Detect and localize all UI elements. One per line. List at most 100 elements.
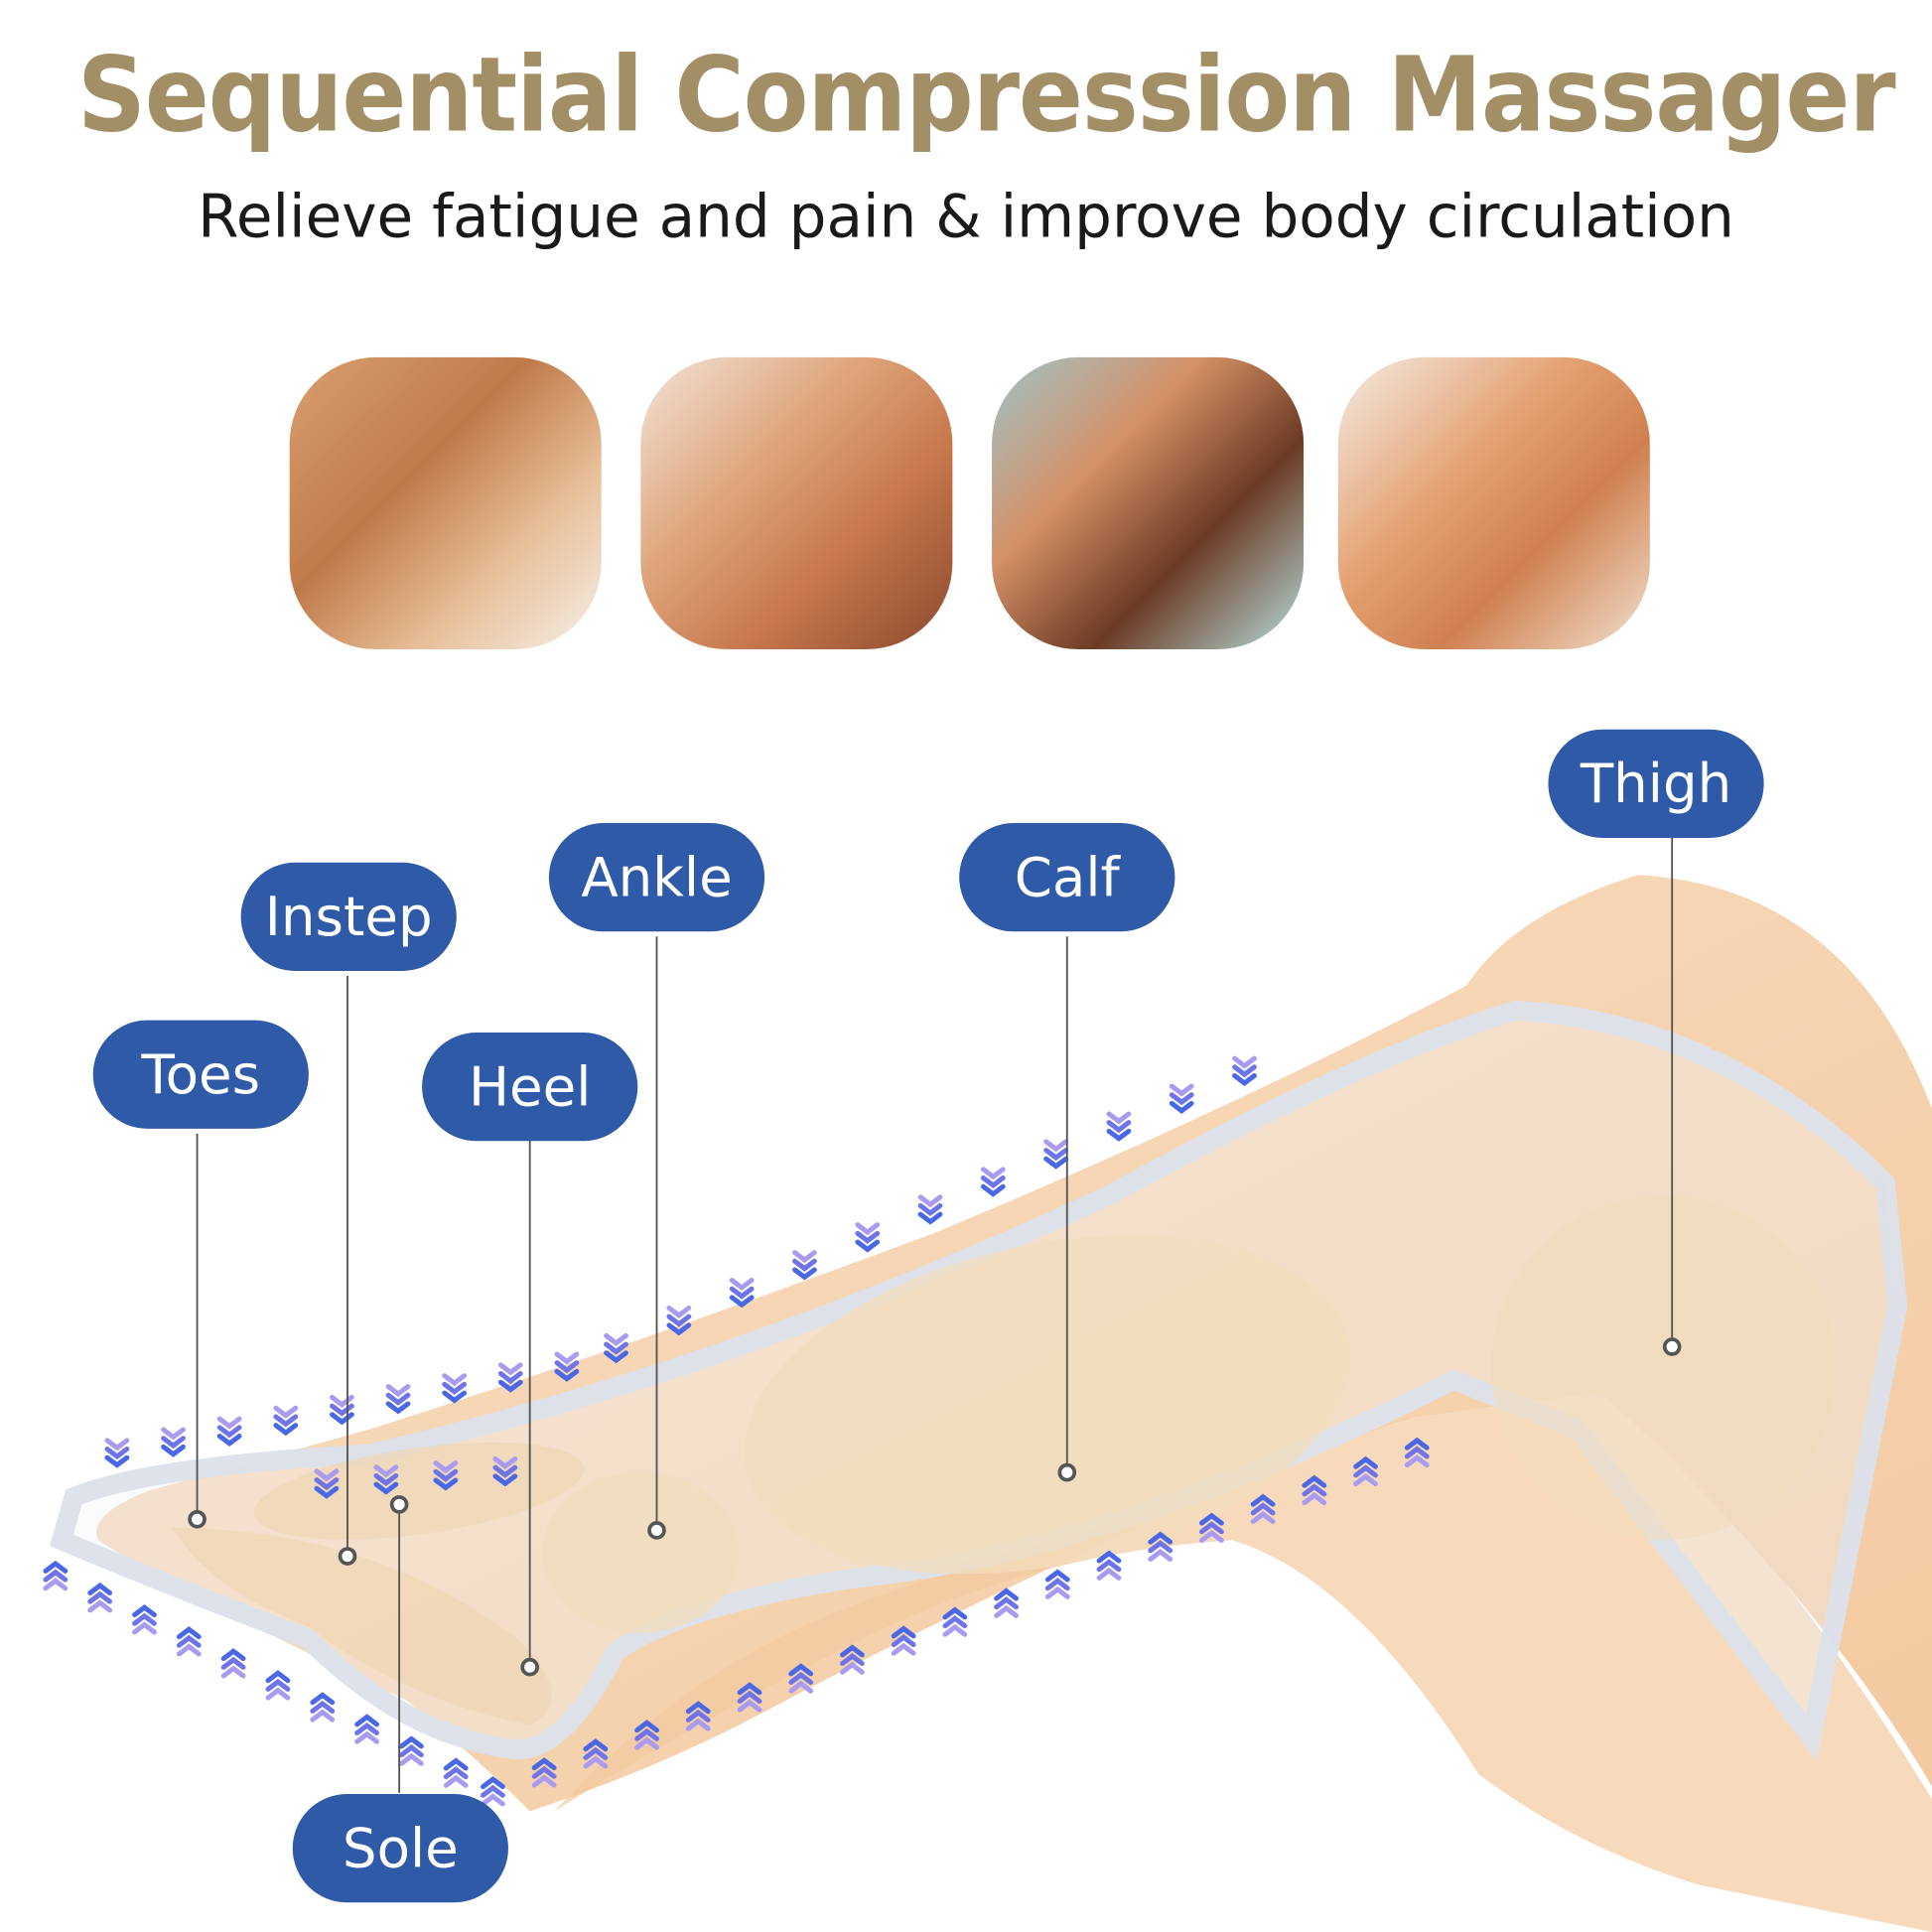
chevron-up-icon — [1044, 1569, 1070, 1583]
chevron-up-icon — [310, 1700, 336, 1714]
chevron-up-icon — [942, 1606, 968, 1620]
chevron-down-icon — [855, 1230, 881, 1244]
chevron-down-icon — [273, 1423, 299, 1437]
chevron-down-icon — [104, 1438, 130, 1451]
chevron-up-icon — [220, 1648, 246, 1662]
chevron-up-icon — [788, 1680, 814, 1694]
chevron-down-icon — [104, 1447, 130, 1460]
chevron-down-icon — [385, 1392, 411, 1406]
chevron-down-icon — [442, 1381, 468, 1395]
chevron-up-icon — [737, 1690, 762, 1704]
chevron-up-icon — [1404, 1446, 1430, 1459]
chevron-up-icon — [634, 1720, 659, 1733]
chevron-up-icon — [531, 1774, 557, 1788]
chevron-up-icon — [398, 1744, 424, 1758]
chevron-down-icon — [1232, 1072, 1257, 1087]
chevron-up-icon — [1096, 1567, 1122, 1581]
chevron-up-icon — [1096, 1559, 1122, 1573]
chevron-down-icon — [329, 1412, 354, 1426]
chevron-up-icon — [1148, 1531, 1173, 1545]
chevron-down-icon — [385, 1401, 411, 1415]
chevron-down-icon — [917, 1194, 943, 1208]
chevron-down-icon — [314, 1485, 340, 1499]
chevron-up-icon — [176, 1643, 202, 1657]
chevron-down-icon — [917, 1211, 943, 1225]
chevron-down-icon — [729, 1278, 755, 1292]
chevron-down-icon — [980, 1175, 1006, 1189]
chevron-down-icon — [492, 1473, 518, 1487]
chevron-down-icon — [273, 1414, 299, 1428]
chevron-up-icon — [310, 1692, 336, 1706]
chevron-down-icon — [329, 1394, 354, 1408]
chevron-down-icon — [917, 1202, 943, 1216]
chevron-up-icon — [840, 1644, 865, 1658]
chevron-down-icon — [1232, 1055, 1257, 1069]
chevron-up-icon — [354, 1714, 379, 1727]
chevron-down-icon — [216, 1416, 242, 1430]
chevron-up-icon — [43, 1578, 69, 1591]
chevron-down-icon — [729, 1286, 755, 1300]
chevron-down-icon — [442, 1390, 468, 1404]
leader-dot — [1662, 1337, 1682, 1356]
chevron-up-icon — [1302, 1474, 1327, 1488]
chevron-down-icon — [554, 1360, 580, 1374]
chevron-up-icon — [1250, 1510, 1276, 1525]
chevron-up-icon — [1302, 1483, 1327, 1497]
chevron-up-icon — [220, 1656, 246, 1670]
page-subtitle: Relieve fatigue and pain & improve body … — [198, 182, 1734, 252]
chevron-down-icon — [855, 1239, 881, 1253]
chevron-up-icon — [176, 1634, 202, 1648]
chevron-down-icon — [385, 1384, 411, 1398]
chevron-up-icon — [994, 1604, 1019, 1618]
chevron-down-icon — [792, 1267, 817, 1281]
chevron-up-icon — [583, 1738, 609, 1752]
chevron-down-icon — [1106, 1128, 1132, 1142]
chevron-up-icon — [994, 1596, 1019, 1610]
chevron-down-icon — [666, 1313, 692, 1327]
chevron-down-icon — [314, 1468, 340, 1482]
leader-dot — [647, 1521, 666, 1540]
chevron-down-icon — [1043, 1156, 1069, 1170]
label-thigh: Thigh — [1548, 729, 1764, 838]
chevron-down-icon — [604, 1341, 628, 1355]
chevron-down-icon — [1232, 1064, 1257, 1078]
chevron-down-icon — [497, 1371, 523, 1385]
chevron-down-icon — [497, 1362, 523, 1376]
page-title: Sequential Compression Massager — [76, 34, 1896, 156]
chevron-up-icon — [1096, 1550, 1122, 1564]
thigh-chamber — [1490, 1194, 1837, 1541]
chevron-up-icon — [43, 1560, 69, 1574]
leader-dot — [389, 1495, 409, 1514]
sole-chamber — [172, 1527, 552, 1725]
chevron-up-icon — [1404, 1454, 1430, 1468]
chevron-down-icon — [980, 1167, 1006, 1180]
leader-dot — [188, 1509, 207, 1529]
chevron-up-icon — [132, 1621, 157, 1635]
chevron-down-icon — [373, 1481, 399, 1495]
chevron-down-icon — [492, 1464, 518, 1478]
chevron-up-icon — [788, 1663, 814, 1677]
chevron-up-icon — [265, 1678, 291, 1692]
chevron-down-icon — [433, 1477, 459, 1491]
chevron-up-icon — [737, 1682, 762, 1696]
chevron-up-icon — [685, 1701, 711, 1715]
chevron-up-icon — [87, 1599, 113, 1613]
chevron-up-icon — [132, 1603, 157, 1618]
chevron-down-icon — [433, 1468, 459, 1482]
chevron-up-icon — [1250, 1493, 1276, 1507]
label-heel: Heel — [422, 1033, 638, 1142]
leg-massage-photo — [1337, 356, 1650, 650]
chevron-down-icon — [161, 1427, 186, 1441]
chevron-down-icon — [1169, 1100, 1194, 1114]
chevron-up-icon — [531, 1757, 557, 1771]
chevron-up-icon — [87, 1582, 113, 1595]
chevron-up-icon — [220, 1665, 246, 1679]
chevron-down-icon — [604, 1350, 628, 1364]
chevron-up-icon — [531, 1765, 557, 1779]
chevron-up-icon — [1044, 1586, 1070, 1599]
chevron-up-icon — [583, 1746, 609, 1760]
chevron-down-icon — [161, 1444, 186, 1457]
chevron-up-icon — [481, 1784, 505, 1798]
chevron-down-icon — [792, 1258, 817, 1272]
